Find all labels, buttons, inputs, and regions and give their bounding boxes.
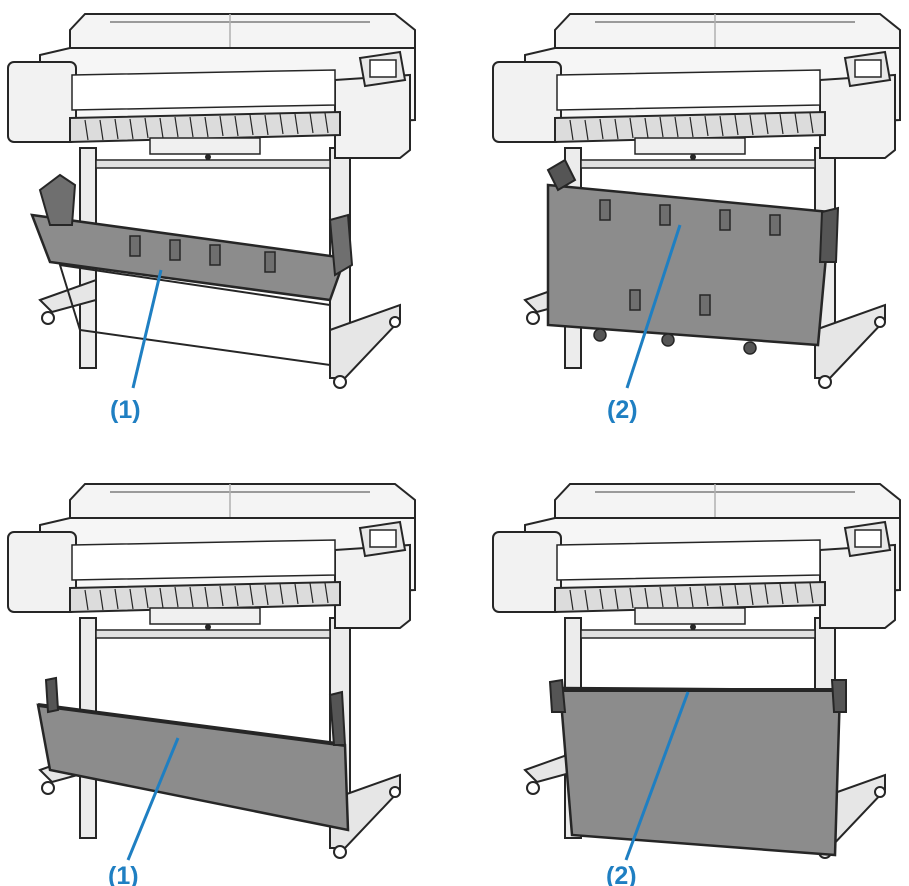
callout-line bbox=[131, 269, 163, 389]
callout-label: (1) bbox=[110, 396, 141, 424]
panel-top-left: (1) bbox=[7, 13, 416, 424]
callout-label: (1) bbox=[108, 862, 139, 886]
panel-top-right: (2) bbox=[492, 13, 901, 424]
callout-line bbox=[126, 737, 180, 861]
callout-label: (2) bbox=[607, 396, 638, 424]
panel-bottom-right: (2) bbox=[492, 483, 901, 886]
panel-bottom-left: (1) bbox=[7, 483, 416, 886]
basket-front bbox=[30, 173, 354, 367]
basket-back bbox=[546, 158, 840, 355]
callout-line bbox=[624, 691, 690, 861]
callout-label: (2) bbox=[606, 862, 637, 886]
basket-back bbox=[548, 678, 847, 857]
basket-front bbox=[36, 676, 350, 832]
callout-line bbox=[625, 224, 682, 389]
